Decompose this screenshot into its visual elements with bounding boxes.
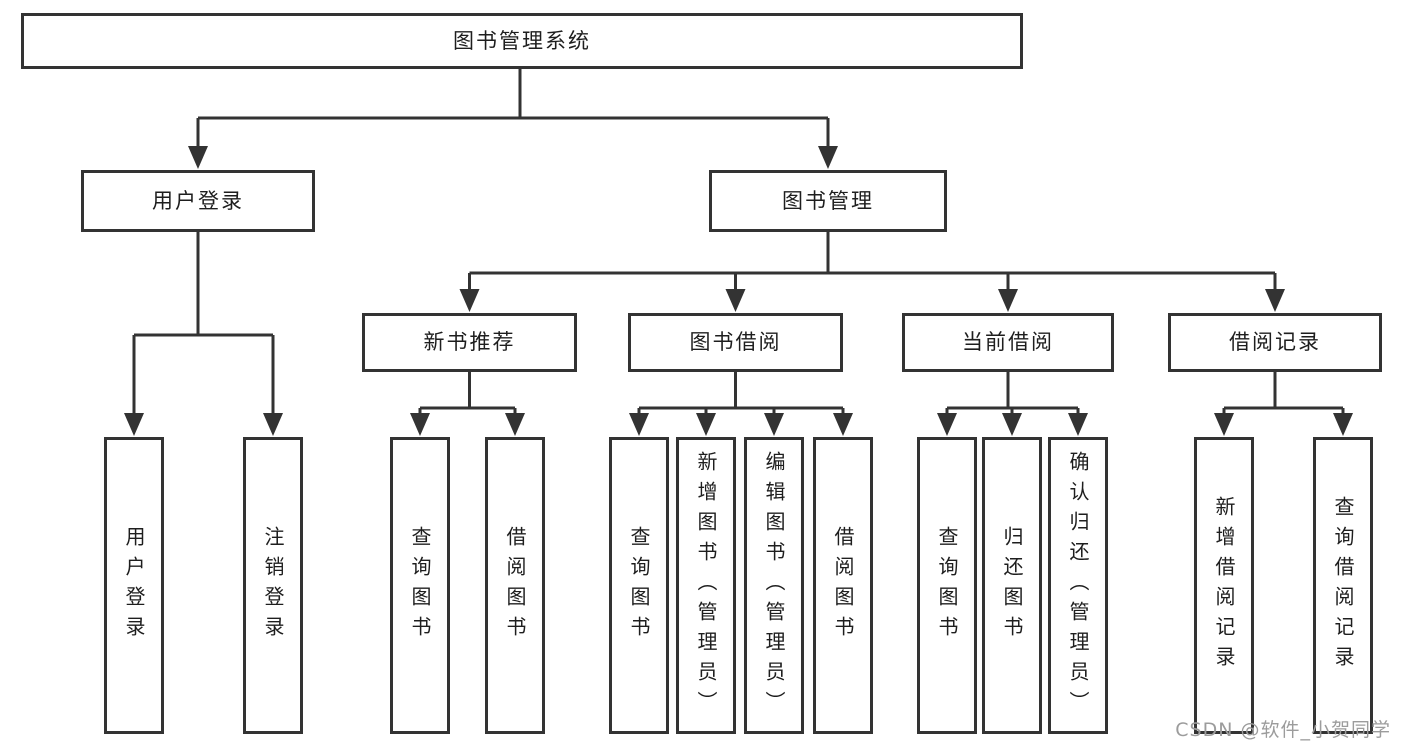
leaf-add-books-admin: 新增图书（管理员） — [676, 437, 736, 734]
leaf-recommend-borrow-books-label: 借阅图书 — [503, 525, 527, 646]
node-borrow-records-label: 借阅记录 — [1229, 330, 1321, 354]
leaf-query-borrow-record-label: 查询借阅记录 — [1331, 495, 1355, 676]
leaf-recommend-borrow-books: 借阅图书 — [485, 437, 545, 734]
leaf-confirm-return-admin: 确认归还（管理员） — [1048, 437, 1108, 734]
leaf-return-books: 归还图书 — [982, 437, 1042, 734]
node-current-borrow-label: 当前借阅 — [962, 330, 1054, 354]
arrowheads — [124, 146, 1353, 436]
leaf-user-login: 用户登录 — [104, 437, 164, 734]
leaf-confirm-return-admin-label: 确认归还（管理员） — [1066, 450, 1090, 721]
leaf-borrow-query-books-label: 查询图书 — [627, 525, 651, 646]
leaf-add-borrow-record: 新增借阅记录 — [1194, 437, 1254, 734]
leaf-current-query-books-label: 查询图书 — [935, 525, 959, 646]
leaf-recommend-query-books-label: 查询图书 — [408, 525, 432, 646]
csdn-watermark: CSDN @软件_小贺同学 — [1175, 719, 1391, 741]
node-new-book-recommend: 新书推荐 — [362, 313, 577, 372]
leaf-return-books-label: 归还图书 — [1000, 525, 1024, 646]
leaf-add-books-admin-label: 新增图书（管理员） — [694, 450, 718, 721]
node-root: 图书管理系统 — [21, 13, 1023, 69]
leaf-current-query-books: 查询图书 — [917, 437, 977, 734]
node-book-management: 图书管理 — [709, 170, 947, 232]
node-borrow-records: 借阅记录 — [1168, 313, 1382, 372]
node-book-borrow: 图书借阅 — [628, 313, 843, 372]
node-new-book-recommend-label: 新书推荐 — [423, 330, 516, 354]
leaf-logout: 注销登录 — [243, 437, 303, 734]
node-book-management-label: 图书管理 — [782, 188, 874, 213]
leaf-logout-label: 注销登录 — [261, 525, 285, 646]
leaf-borrow-books-label: 借阅图书 — [831, 525, 855, 646]
leaf-recommend-query-books: 查询图书 — [390, 437, 450, 734]
leaf-query-borrow-record: 查询借阅记录 — [1313, 437, 1373, 734]
node-user-login: 用户登录 — [81, 170, 315, 232]
node-book-borrow-label: 图书借阅 — [689, 330, 782, 354]
leaf-edit-books-admin-label: 编辑图书（管理员） — [762, 450, 786, 721]
leaf-edit-books-admin: 编辑图书（管理员） — [744, 437, 804, 734]
leaf-add-borrow-record-label: 新增借阅记录 — [1212, 495, 1236, 676]
leaf-borrow-query-books: 查询图书 — [609, 437, 669, 734]
leaf-user-login-label: 用户登录 — [122, 525, 146, 646]
node-root-label: 图书管理系统 — [453, 28, 591, 53]
node-user-login-label: 用户登录 — [152, 188, 244, 213]
leaf-borrow-books: 借阅图书 — [813, 437, 873, 734]
node-current-borrow: 当前借阅 — [902, 313, 1114, 372]
